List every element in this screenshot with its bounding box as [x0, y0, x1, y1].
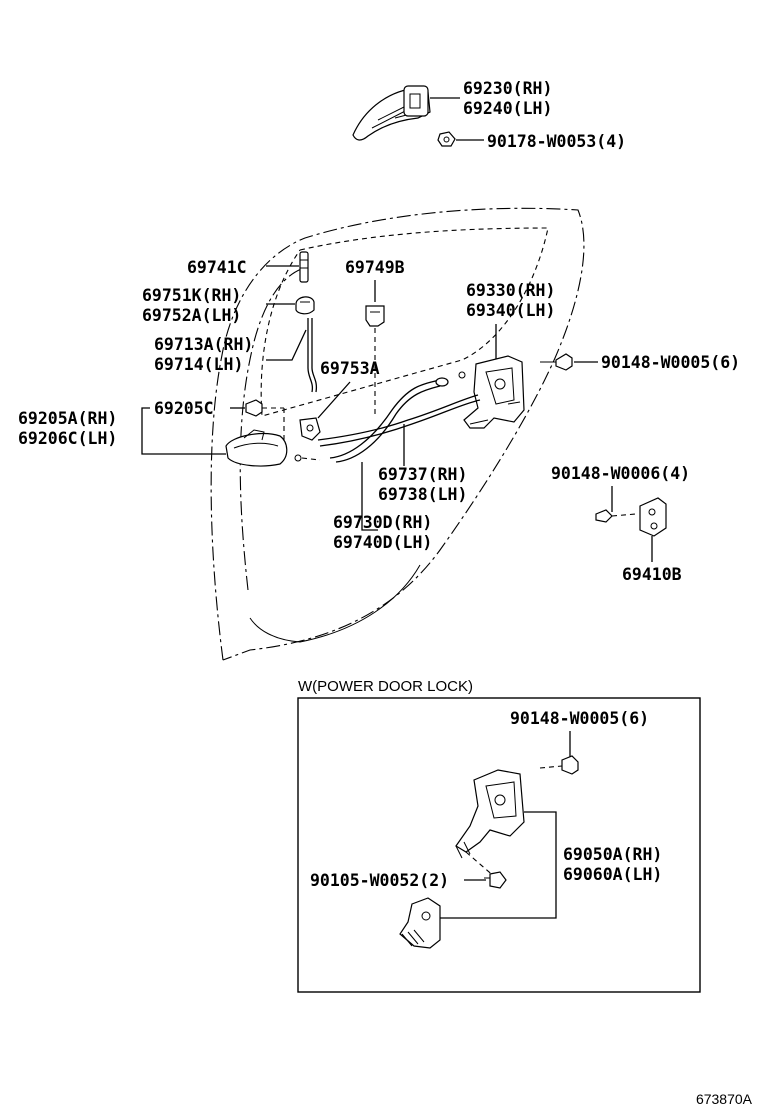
label-outer-handle-rh: 69230(RH) — [463, 79, 552, 98]
striker-part — [639, 497, 667, 537]
label-screw-6: 90148-W0005(6) — [601, 353, 740, 372]
inset-lock-assembly — [455, 769, 525, 859]
inside-door-handle — [225, 429, 288, 467]
label-striker: 69410B — [622, 565, 682, 584]
label-cable-assy-rh: 69730D(RH) — [333, 513, 432, 532]
label-inside-handle-rh: 69205A(RH) — [18, 409, 117, 428]
label-lock-lh: 69340(LH) — [466, 301, 555, 320]
striker-screw-icon — [595, 509, 637, 523]
inset-bolt-dotted-path — [465, 851, 497, 879]
label-outer-handle-lh: 69240(LH) — [463, 99, 552, 118]
label-cable-assy-lh: 69740D(LH) — [333, 533, 432, 552]
label-rod-rh: 69713A(RH) — [154, 335, 253, 354]
lock-knob-part — [295, 296, 315, 315]
label-rod-guide: 69741C — [187, 258, 247, 277]
inset-label-bolt: 90105-W0052(2) — [310, 871, 449, 890]
outer-door-handle — [352, 85, 431, 141]
door-outline — [210, 207, 585, 661]
cable-assembly — [294, 371, 481, 463]
inset-leader-lock — [440, 811, 557, 919]
label-knob-lh: 69752A(LH) — [142, 306, 241, 325]
inset-label-screw-6: 90148-W0005(6) — [510, 709, 649, 728]
label-clip-b: 69749B — [345, 258, 405, 277]
leader-inside-handle — [141, 407, 226, 455]
label-inside-screw: 69205C — [154, 399, 214, 418]
lock-rod-part — [307, 318, 318, 393]
inset-screw-icon — [539, 755, 579, 775]
clip-b-part — [365, 305, 385, 327]
door-lock-assembly — [463, 355, 525, 429]
inset-label-lock-lh: 69060A(LH) — [563, 865, 662, 884]
screw-icon — [540, 353, 573, 371]
clip-a-part — [299, 417, 321, 441]
drawing-code: 673870A — [696, 1091, 753, 1107]
leader-clip-a — [317, 381, 351, 419]
label-lock-rh: 69330(RH) — [466, 281, 555, 300]
rod-guide-part — [299, 251, 309, 283]
label-rod-lh: 69714(LH) — [154, 355, 243, 374]
label-nut: 90178-W0053(4) — [487, 132, 626, 151]
label-cable-lh: 69738(LH) — [378, 485, 467, 504]
label-knob-rh: 69751K(RH) — [142, 286, 241, 305]
label-clip-a: 69753A — [320, 359, 380, 378]
label-inside-handle-lh: 69206C(LH) — [18, 429, 117, 448]
inset-actuator-part — [399, 897, 441, 949]
inset-box — [297, 697, 701, 993]
inset-title: W(POWER DOOR LOCK) — [298, 678, 473, 695]
leader-lock-rod — [266, 329, 307, 361]
label-screw-4: 90148-W0006(4) — [551, 464, 690, 483]
inside-handle-screw-icon — [245, 399, 285, 440]
leader-cable-assy — [361, 462, 378, 531]
label-cable-rh: 69737(RH) — [378, 465, 467, 484]
inset-label-lock-rh: 69050A(RH) — [563, 845, 662, 864]
nut-icon — [437, 131, 456, 147]
inset-bolt-icon — [484, 871, 507, 889]
